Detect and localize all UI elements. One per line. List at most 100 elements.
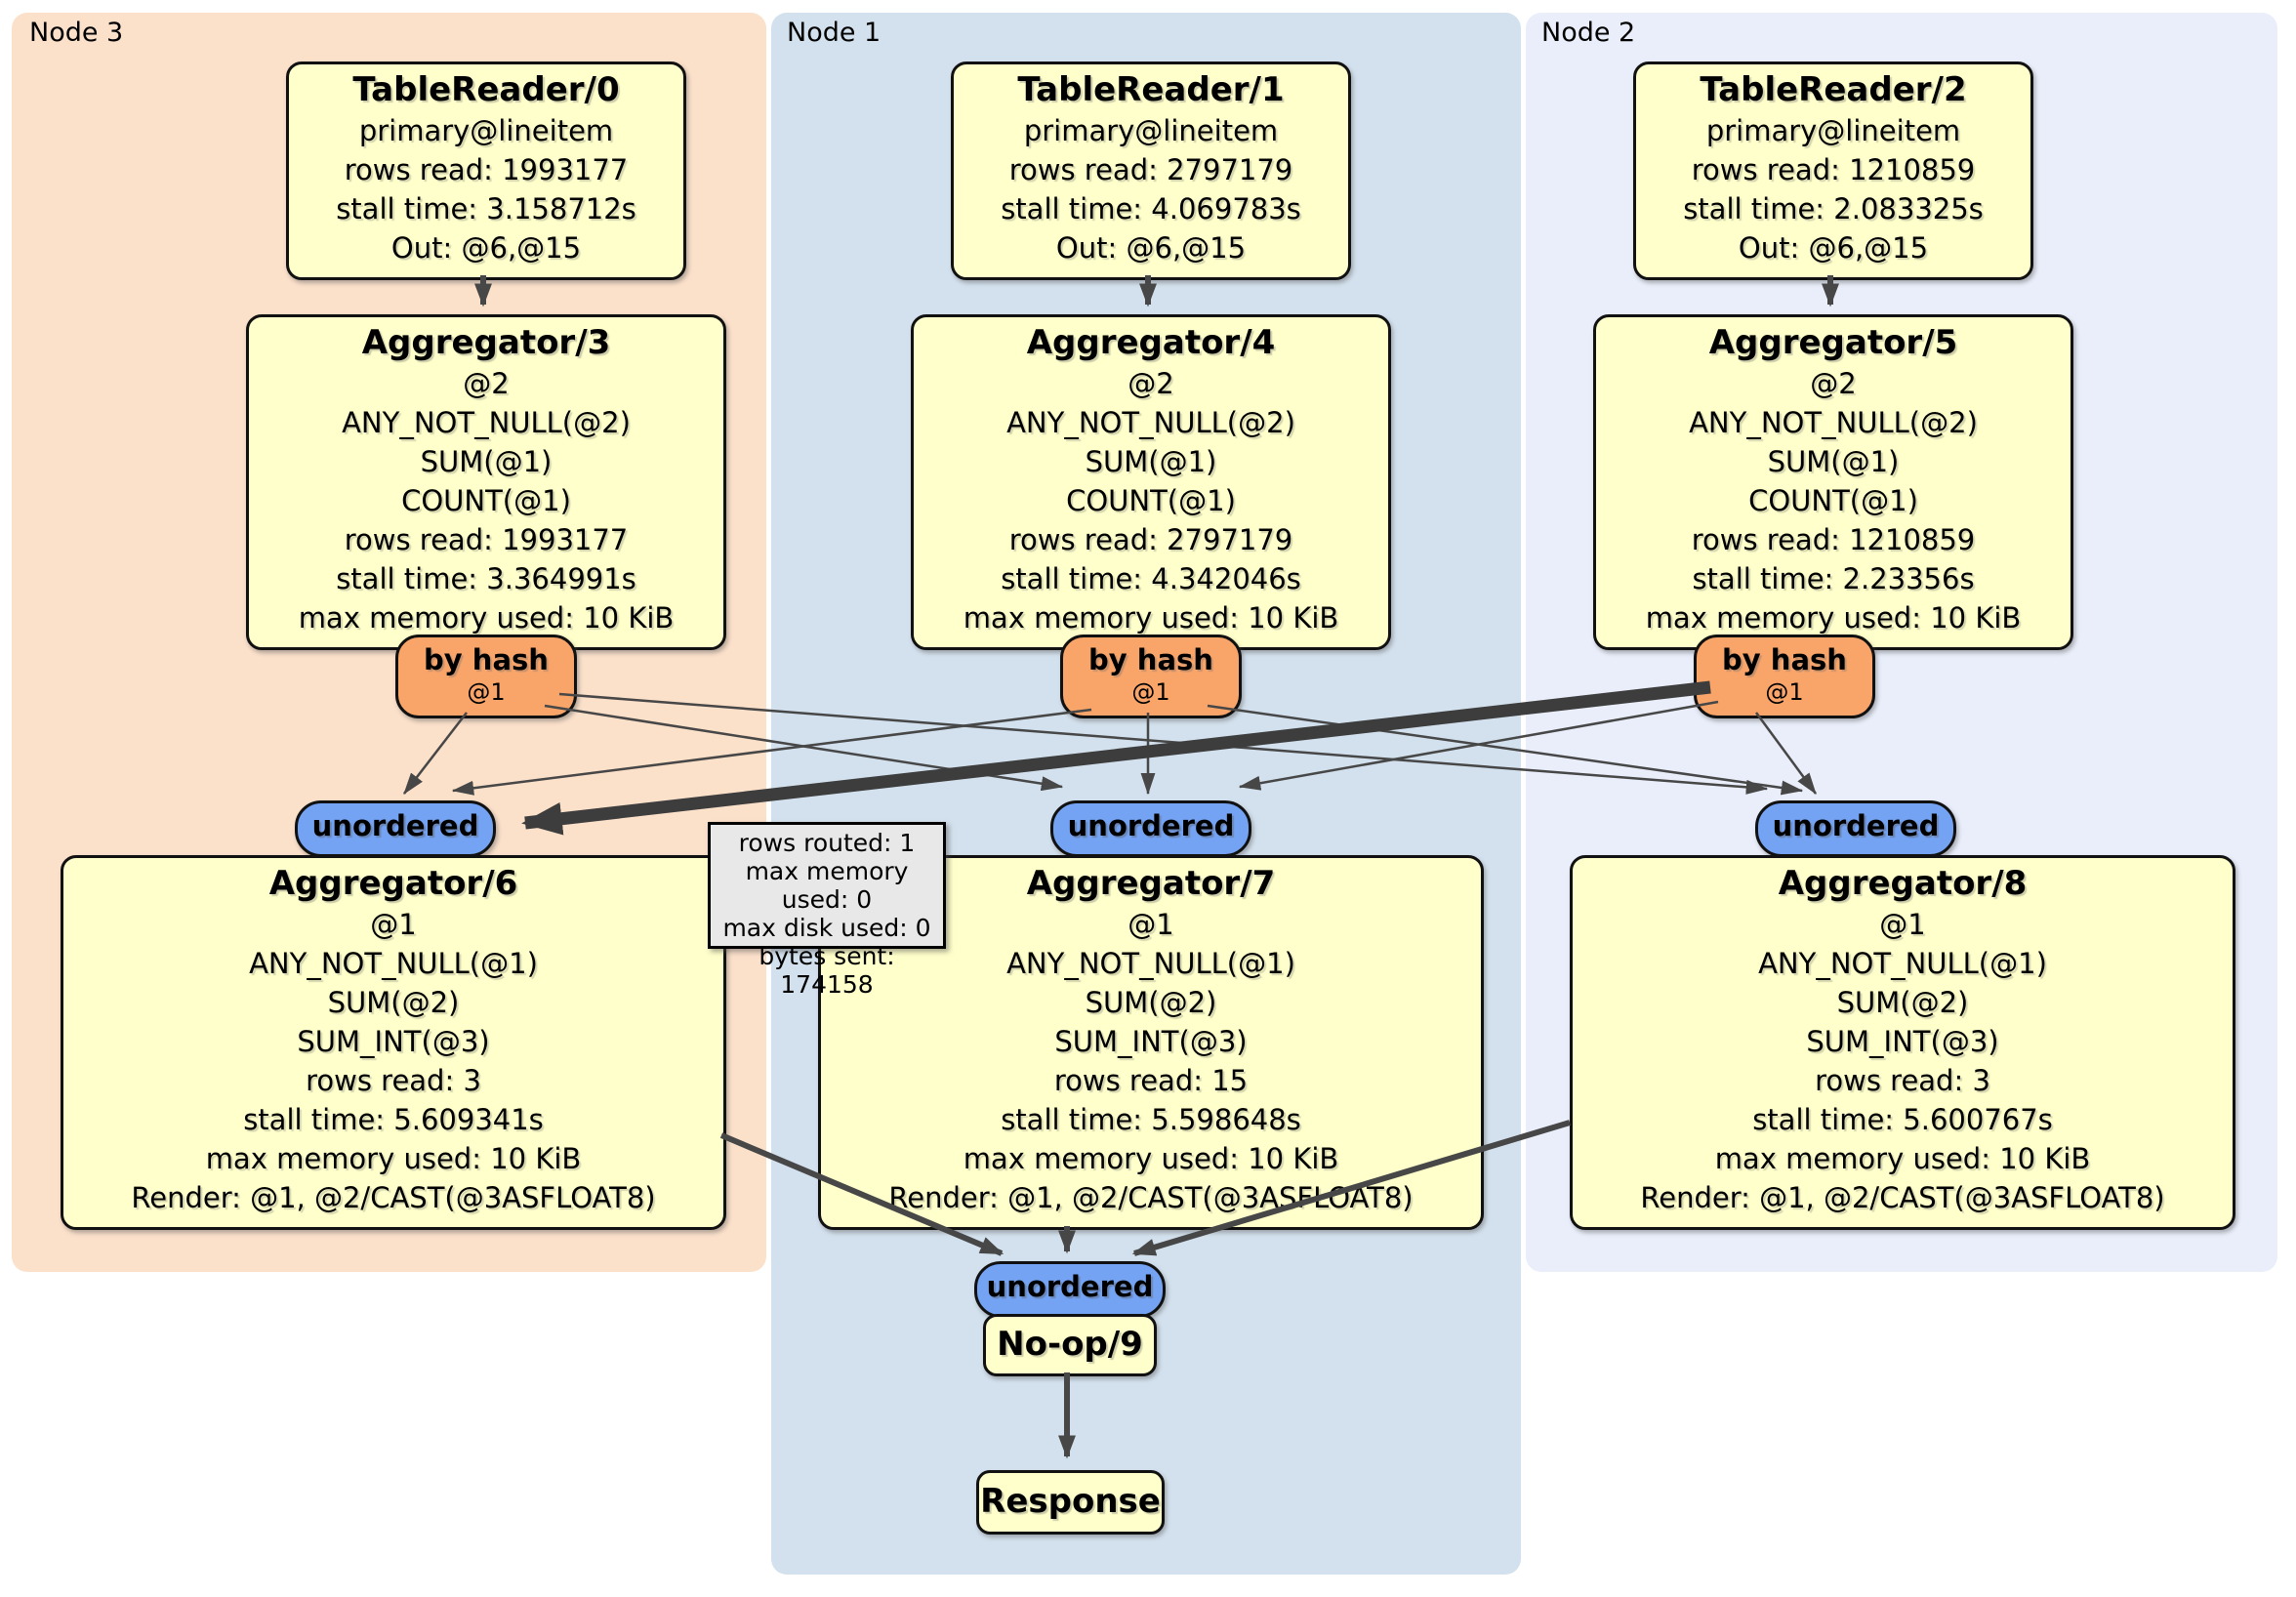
detail-line: Render: @1, @2/CAST(@3ASFLOAT8) [131, 1181, 656, 1214]
detail-line: stall time: 3.158712s [336, 192, 636, 225]
region-label-node2: Node 2 [1541, 18, 1636, 48]
table-reader-0-title: TableReader/0 [352, 70, 620, 109]
hash-router-label: by hash [1722, 643, 1847, 676]
detail-line: Render: @1, @2/CAST(@3ASFLOAT8) [1640, 1181, 2165, 1214]
detail-line: stall time: 2.083325s [1683, 192, 1984, 225]
detail-line: max memory used: 10 KiB [298, 601, 675, 635]
hash-router-label: by hash [1088, 643, 1213, 676]
table-reader-1-title: TableReader/1 [1017, 70, 1285, 109]
detail-line: @2 [1810, 367, 1857, 400]
detail-line: stall time: 5.598648s [1001, 1103, 1301, 1136]
detail-line: SUM(@1) [420, 445, 553, 478]
edge-hash3-unordered2 [558, 692, 1769, 795]
detail-line: COUNT(@1) [1748, 484, 1918, 517]
detail-line: Out: @6,@15 [390, 231, 582, 265]
detail-line: SUM(@1) [1767, 445, 1900, 478]
detail-line: @1 [1879, 908, 1926, 941]
detail-line: SUM_INT(@3) [1806, 1025, 1999, 1058]
detail-line: ANY_NOT_NULL(@1) [1006, 947, 1295, 980]
detail-line: max memory used: 10 KiB [963, 601, 1339, 635]
hash-router-node3[interactable]: by hash @1 [395, 635, 577, 718]
hash-router-key: @1 [1131, 678, 1170, 706]
detail-line: stall time: 5.609341s [243, 1103, 544, 1136]
region-label-node1: Node 1 [787, 18, 882, 48]
edge-hash2-unordered1 [1238, 700, 1719, 791]
detail-line: primary@lineitem [1705, 114, 1961, 147]
detail-line: @2 [1128, 367, 1174, 400]
detail-line: rows read: 1993177 [344, 523, 629, 556]
edge-hash1-unordered2 [1207, 704, 1804, 796]
hash-router-key: @1 [467, 678, 506, 706]
detail-line: rows read: 1210859 [1691, 153, 1976, 186]
edge-hash1-unordered3 [451, 708, 1092, 796]
detail-line: COUNT(@1) [1066, 484, 1236, 517]
hash-router-key: @1 [1765, 678, 1804, 706]
aggregator-3-box[interactable]: Aggregator/3 @2 ANY_NOT_NULL(@2) SUM(@1)… [246, 314, 726, 650]
aggregator-6-box[interactable]: Aggregator/6 @1 ANY_NOT_NULL(@1) SUM(@2)… [61, 855, 726, 1230]
detail-line: primary@lineitem [358, 114, 614, 147]
detail-line: ANY_NOT_NULL(@2) [342, 406, 631, 439]
hash-router-label: by hash [424, 643, 549, 676]
table-reader-2-title: TableReader/2 [1700, 70, 1967, 109]
detail-line: max memory used: 10 KiB [205, 1142, 582, 1175]
detail-line: COUNT(@1) [401, 484, 571, 517]
aggregator-3-title: Aggregator/3 [361, 323, 611, 362]
detail-line: stall time: 4.069783s [1001, 192, 1301, 225]
detail-line: rows read: 2797179 [1008, 523, 1293, 556]
detail-line: Out: @6,@15 [1055, 231, 1247, 265]
edge-stats-tooltip: rows routed: 1 max memory used: 0 max di… [708, 822, 946, 999]
hash-router-node1[interactable]: by hash @1 [1060, 635, 1242, 718]
detail-line: rows read: 1210859 [1691, 523, 1976, 556]
table-reader-1-box[interactable]: TableReader/1 primary@lineitem rows read… [951, 61, 1351, 280]
detail-line: SUM(@2) [327, 986, 460, 1019]
hash-router-node2[interactable]: by hash @1 [1694, 635, 1875, 718]
aggregator-4-title: Aggregator/4 [1026, 323, 1276, 362]
detail-line: primary@lineitem [1023, 114, 1279, 147]
tooltip-line: max memory used: 0 [745, 857, 909, 914]
detail-line: SUM(@1) [1085, 445, 1217, 478]
detail-line: rows read: 15 [1053, 1064, 1249, 1097]
detail-line: stall time: 4.342046s [1001, 562, 1301, 595]
tooltip-line: rows routed: 1 [738, 829, 916, 857]
aggregator-6-title: Aggregator/6 [268, 864, 518, 903]
noop-9-box[interactable]: No-op/9 [983, 1314, 1157, 1376]
aggregator-8-title: Aggregator/8 [1778, 864, 2028, 903]
response-box[interactable]: Response [976, 1470, 1165, 1535]
table-reader-2-box[interactable]: TableReader/2 primary@lineitem rows read… [1633, 61, 2033, 280]
edge-hash3-unordered3 [403, 712, 468, 795]
detail-line: rows read: 3 [1815, 1064, 1990, 1097]
detail-line: @1 [370, 908, 417, 941]
aggregator-8-box[interactable]: Aggregator/8 @1 ANY_NOT_NULL(@1) SUM(@2)… [1570, 855, 2235, 1230]
edge-hash2-unordered3-heavy [521, 680, 1711, 836]
detail-line: SUM(@2) [1836, 986, 1969, 1019]
detail-line: stall time: 2.23356s [1692, 562, 1975, 595]
edge-hash2-unordered2 [1754, 712, 1818, 796]
detail-line: max memory used: 10 KiB [963, 1142, 1339, 1175]
aggregator-5-box[interactable]: Aggregator/5 @2 ANY_NOT_NULL(@2) SUM(@1)… [1593, 314, 2073, 650]
detail-line: max memory used: 10 KiB [1714, 1142, 2091, 1175]
aggregator-7-title: Aggregator/7 [1026, 864, 1276, 903]
detail-line: ANY_NOT_NULL(@2) [1006, 406, 1295, 439]
detail-line: ANY_NOT_NULL(@1) [249, 947, 538, 980]
detail-line: rows read: 3 [306, 1064, 481, 1097]
edge-aggregator8-sink [1131, 1120, 1571, 1256]
aggregator-5-title: Aggregator/5 [1708, 323, 1958, 362]
detail-line: max memory used: 10 KiB [1645, 601, 2022, 635]
detail-line: SUM(@2) [1085, 986, 1217, 1019]
tooltip-line: max disk used: 0 [722, 914, 931, 942]
detail-line: ANY_NOT_NULL(@2) [1689, 406, 1978, 439]
unordered-stream-sink[interactable]: unordered [974, 1261, 1166, 1318]
detail-line: stall time: 5.600767s [1752, 1103, 2053, 1136]
detail-line: rows read: 2797179 [1008, 153, 1293, 186]
detail-line: SUM_INT(@3) [297, 1025, 490, 1058]
detail-line: @2 [463, 367, 510, 400]
detail-line: rows read: 1993177 [344, 153, 629, 186]
detail-line: stall time: 3.364991s [336, 562, 636, 595]
edge-aggregator6-sink [719, 1132, 1004, 1256]
region-label-node3: Node 3 [29, 18, 124, 48]
detail-line: Out: @6,@15 [1738, 231, 1929, 265]
detail-line: SUM_INT(@3) [1054, 1025, 1248, 1058]
detail-line: ANY_NOT_NULL(@1) [1758, 947, 2047, 980]
unordered-stream-node3[interactable]: unordered [295, 800, 496, 857]
